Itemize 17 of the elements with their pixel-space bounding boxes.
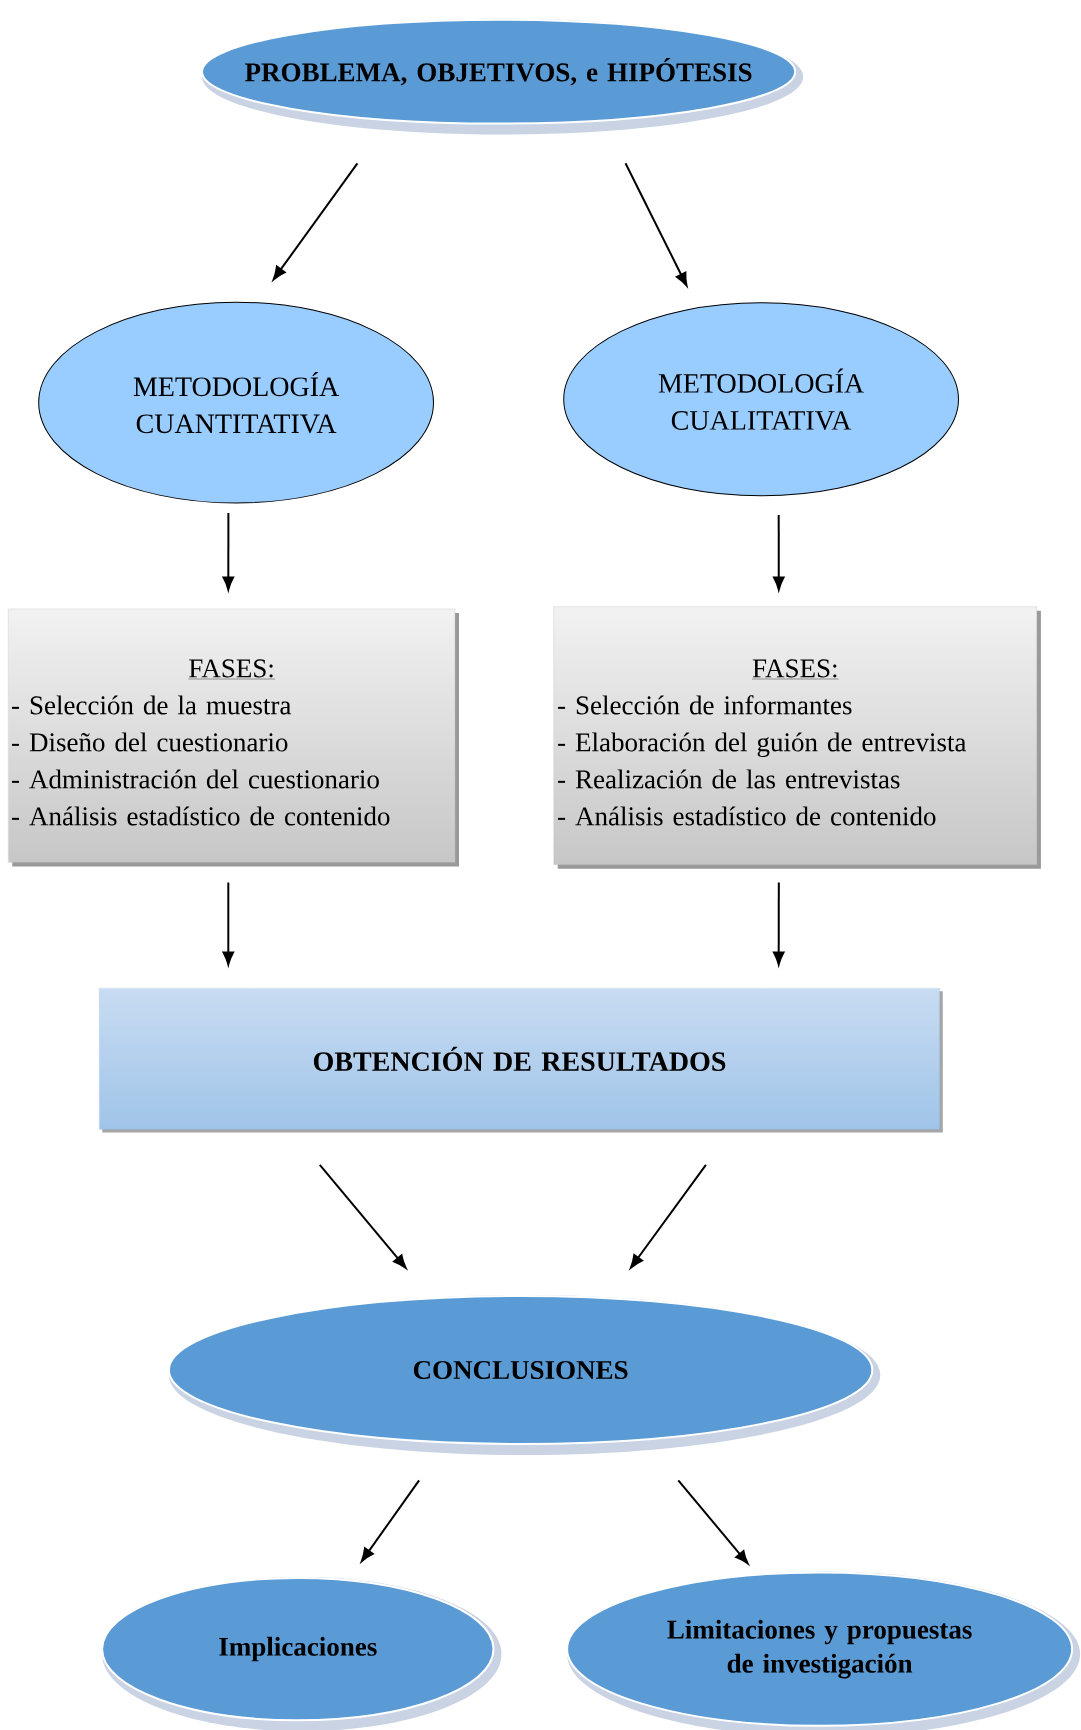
ellipse-node: CONCLUSIONES (167, 1295, 881, 1455)
phase-box: FASES: - Selección de informantes - Elaboración del guión de entrevista - Realización de las entrevistas - Análisis estadístico de contenido (553, 606, 1041, 869)
ellipse-node: METODOLOGÍA CUANTITATIVA (38, 301, 434, 504)
arrow (677, 1479, 749, 1565)
arrow (773, 514, 785, 591)
phase-box: FASES: - Selección de la muestra - Diseño del cuestionario - Administración del cuestionario - Análisis estadístico de contenido (8, 608, 459, 867)
ellipse-node: PROBLEMA, OBJETIVOS, e HIPÓTESIS (201, 18, 804, 135)
result-box: OBTENCIÓN DE RESULTADOS (99, 988, 943, 1133)
arrow (630, 1163, 707, 1269)
arrow (272, 162, 359, 281)
arrow (318, 1163, 407, 1269)
arrow (222, 511, 235, 591)
arrow (624, 162, 688, 287)
ellipse-node: METODOLOGÍA CUALITATIVA (563, 302, 959, 497)
arrow (360, 1479, 421, 1562)
arrow (773, 881, 785, 966)
arrow (222, 881, 235, 966)
